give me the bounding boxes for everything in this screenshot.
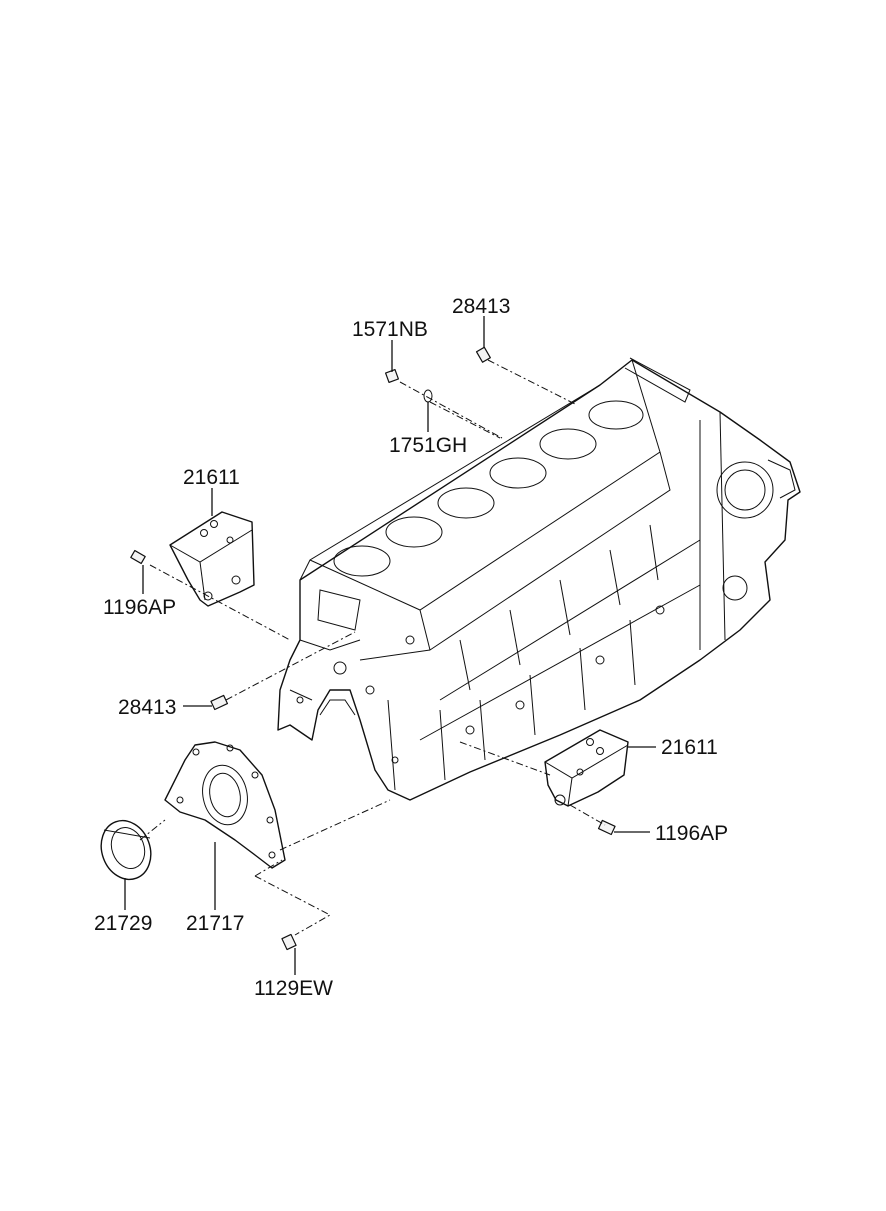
label-seal-case-21717: 21717 — [186, 912, 244, 935]
label-bracket-left-21611: 21611 — [183, 466, 240, 489]
ring-1751GH — [423, 389, 433, 403]
bolt-1196AP-left — [130, 549, 146, 565]
label-ring-1751GH: 1751GH — [389, 434, 467, 457]
leader-lines — [124, 316, 656, 975]
label-bolt-28413-left: 28413 — [118, 696, 176, 719]
bolt-28413-top — [475, 346, 491, 363]
label-bolt-1129EW: 1129EW — [254, 977, 333, 1000]
engine-mount-bracket-right — [544, 729, 629, 807]
bolt-1129EW — [281, 933, 297, 951]
label-oil-seal-21729: 21729 — [94, 912, 152, 935]
label-bolt-1196AP-left: 1196AP — [103, 596, 176, 619]
label-nut-1571NB: 1571NB — [352, 318, 428, 341]
engine-mount-bracket-left — [169, 511, 255, 607]
nut-1571NB — [384, 368, 400, 384]
label-bracket-right-21611: 21611 — [661, 736, 718, 759]
reference-lines — [139, 359, 606, 936]
label-bolt-28413-top: 28413 — [452, 295, 510, 318]
crankshaft-rear-oil-seal — [100, 819, 152, 881]
rear-oil-seal-case — [164, 741, 286, 869]
bolt-1196AP-right — [597, 819, 616, 836]
cylinder-block — [277, 357, 801, 801]
label-bolt-1196AP-right: 1196AP — [655, 822, 728, 845]
bolt-28413-left — [210, 694, 229, 711]
